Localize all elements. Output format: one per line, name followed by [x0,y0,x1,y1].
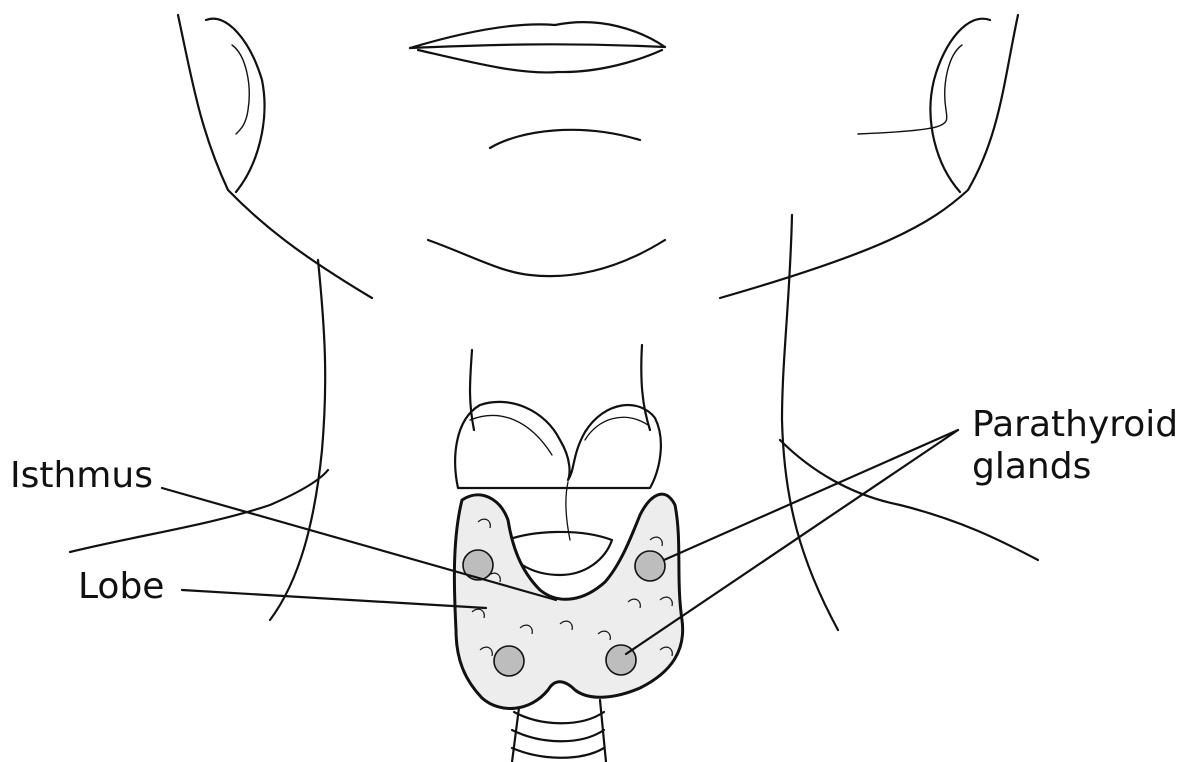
parathyroid-upper-right [635,551,665,581]
isthmus-label: Isthmus [10,455,153,497]
lobe-leader [182,590,486,608]
chin-crease [490,130,640,148]
parathyroid-lower-left [494,646,524,676]
parathyroid-glands-label: Parathyroid glands [972,404,1178,488]
thyroid-cartilage [455,402,661,488]
parathyroid-leader-upper [664,430,958,560]
parathyroid-label-line1: Parathyroid [972,404,1178,446]
lip-line [410,44,665,48]
cartilage-inner-line [470,415,552,455]
lower-lip [418,50,662,72]
right-ear-inner [858,45,962,134]
lobe-label: Lobe [78,566,164,608]
right-head-contour [720,15,1018,298]
left-ear [206,19,264,192]
trachea-right-wall [641,345,650,430]
trachea-left-wall [470,350,474,430]
left-ear-inner [232,45,249,134]
left-head-contour [178,15,372,298]
trachea-ring-1 [514,712,604,723]
parathyroid-label-line2: glands [972,446,1178,488]
trachea-ring-3 [512,748,604,758]
thyroid-gland [454,494,682,708]
trachea-ring-2 [512,730,604,741]
chin [428,240,665,276]
neck-right [782,215,838,630]
neck-left [270,260,325,620]
